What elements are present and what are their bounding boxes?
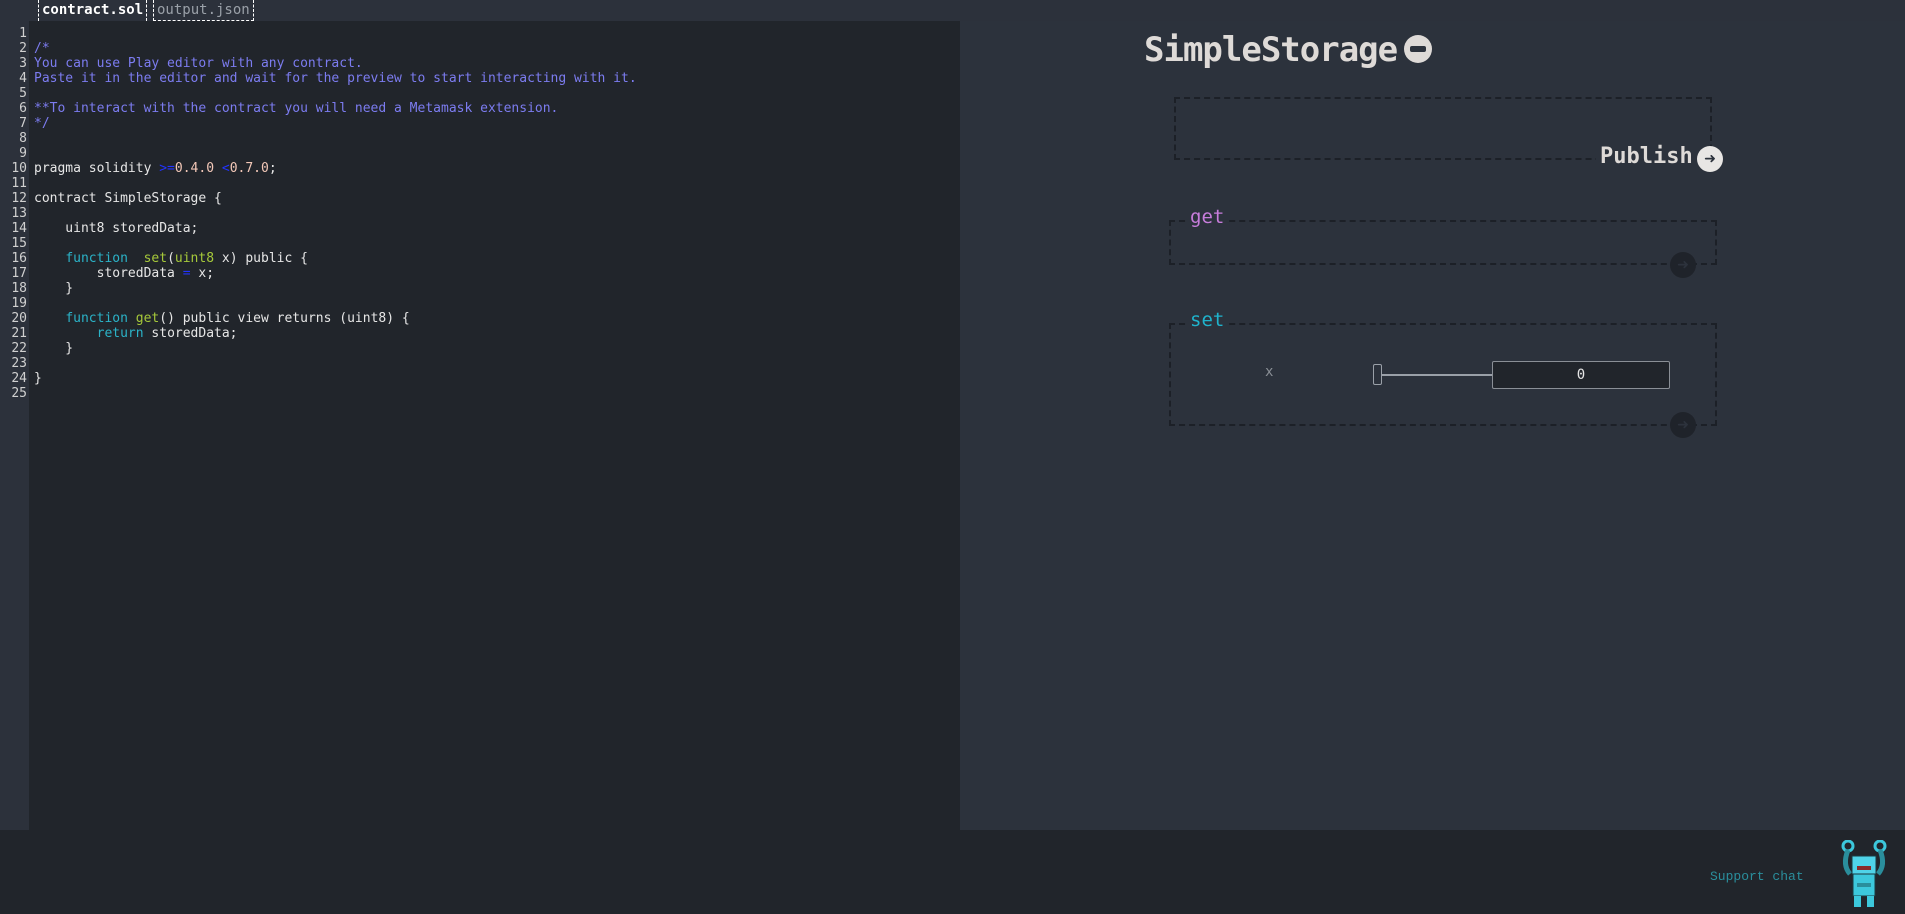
line-number: 14 (11, 221, 27, 236)
code-text: */ (34, 116, 50, 131)
code-token: } (34, 281, 74, 296)
code-text: function get() public view returns (uint… (34, 311, 410, 326)
code-token: 0.7.0 (229, 161, 269, 176)
function-set-label: set (1186, 309, 1229, 331)
code-token: get (135, 311, 160, 326)
line-number: 19 (11, 296, 27, 311)
line-number: 3 (19, 56, 27, 71)
code-token: Paste it in the editor and wait for the … (34, 71, 637, 86)
code-token: function (65, 311, 128, 326)
code-token: 0.4.0 (174, 161, 215, 176)
code-token (128, 311, 136, 326)
robot-icon[interactable] (1838, 840, 1890, 910)
code-text: pragma solidity >=0.4.0 <0.7.0; (34, 161, 277, 176)
code-token: set (143, 251, 168, 266)
publish-box (1174, 97, 1712, 160)
code-text: } (34, 371, 42, 386)
line-number: 20 (11, 311, 27, 326)
line-number: 9 (19, 146, 27, 161)
code-text: You can use Play editor with any contrac… (34, 56, 363, 71)
code-token: } (34, 341, 74, 356)
code-text: Paste it in the editor and wait for the … (34, 71, 637, 86)
code-text: **To interact with the contract you will… (34, 101, 558, 116)
contract-title: SimpleStorage (1144, 30, 1398, 70)
code-token: **To interact with the contract you will… (34, 101, 559, 116)
tab-contract-sol[interactable]: contract.sol (38, 0, 148, 21)
code-token (128, 251, 144, 266)
param-x-input[interactable] (1492, 361, 1670, 389)
line-number: 5 (19, 86, 27, 101)
line-number: 21 (11, 326, 27, 341)
support-chat-link[interactable]: Support chat (1710, 869, 1804, 884)
publish-button[interactable]: Publish (1596, 144, 1697, 169)
code-token: You can use Play editor with any contrac… (34, 56, 363, 71)
code-token: ; (268, 161, 277, 176)
code-token: /* (34, 41, 50, 56)
function-get-box (1169, 220, 1717, 265)
line-number: 8 (19, 131, 27, 146)
code-token (34, 251, 65, 266)
line-number: 15 (11, 236, 27, 251)
code-token: uint8 (174, 251, 215, 266)
line-number: 4 (19, 71, 27, 86)
code-text: return storedData; (34, 326, 238, 341)
code-token (34, 311, 65, 326)
line-number: 7 (19, 116, 27, 131)
line-number: 22 (11, 341, 27, 356)
set-submit-arrow-icon[interactable]: ➜ (1670, 412, 1696, 438)
code-token: < (214, 161, 230, 176)
function-get-label: get (1186, 206, 1229, 228)
tab-output-json[interactable]: output.json (153, 0, 254, 21)
line-number: 12 (11, 191, 27, 206)
code-token: storedData; (143, 326, 238, 341)
code-token: = (182, 266, 191, 281)
code-token: pragma solidity (34, 161, 160, 176)
code-text: storedData = x; (34, 266, 214, 281)
line-number: 13 (11, 206, 27, 221)
code-token: () public view returns (uint8) { (159, 311, 410, 326)
line-number-gutter (0, 21, 29, 830)
param-x-slider[interactable] (1375, 374, 1492, 376)
line-number: 11 (11, 176, 27, 191)
code-text: /* (34, 41, 50, 56)
line-number: 1 (19, 26, 27, 41)
line-number: 2 (19, 41, 27, 56)
code-text: } (34, 341, 73, 356)
code-text: function set(uint8 x) public { (34, 251, 308, 266)
get-submit-arrow-icon[interactable]: ➜ (1670, 252, 1696, 278)
code-token: return (96, 326, 144, 341)
line-number: 17 (11, 266, 27, 281)
line-number: 24 (11, 371, 27, 386)
code-text: contract SimpleStorage { (34, 191, 222, 206)
arrow-right-circle-icon[interactable]: ➜ (1697, 146, 1723, 172)
code-text: } (34, 281, 73, 296)
footer (0, 830, 1905, 914)
line-number: 16 (11, 251, 27, 266)
code-token: x) public { (214, 251, 308, 266)
param-x-label: x (1265, 364, 1274, 380)
code-token (34, 326, 97, 341)
code-token: ( (167, 251, 175, 266)
slider-thumb[interactable] (1373, 364, 1382, 385)
code-token: } (34, 371, 42, 386)
line-number: 18 (11, 281, 27, 296)
code-token: >= (159, 161, 175, 176)
line-number: 6 (19, 101, 27, 116)
tab-bar: contract.sol output.json (0, 0, 960, 21)
code-token: function (65, 251, 128, 266)
minus-circle-icon[interactable] (1404, 35, 1432, 63)
code-token: contract SimpleStorage { (34, 191, 222, 206)
line-number: 10 (11, 161, 27, 176)
code-token: uint8 storedData; (34, 221, 199, 236)
code-token: x; (190, 266, 215, 281)
code-text: uint8 storedData; (34, 221, 198, 236)
code-token: storedData (34, 266, 183, 281)
code-token: */ (34, 116, 50, 131)
line-number: 25 (11, 386, 27, 401)
line-number: 23 (11, 356, 27, 371)
function-set-box (1169, 323, 1717, 426)
